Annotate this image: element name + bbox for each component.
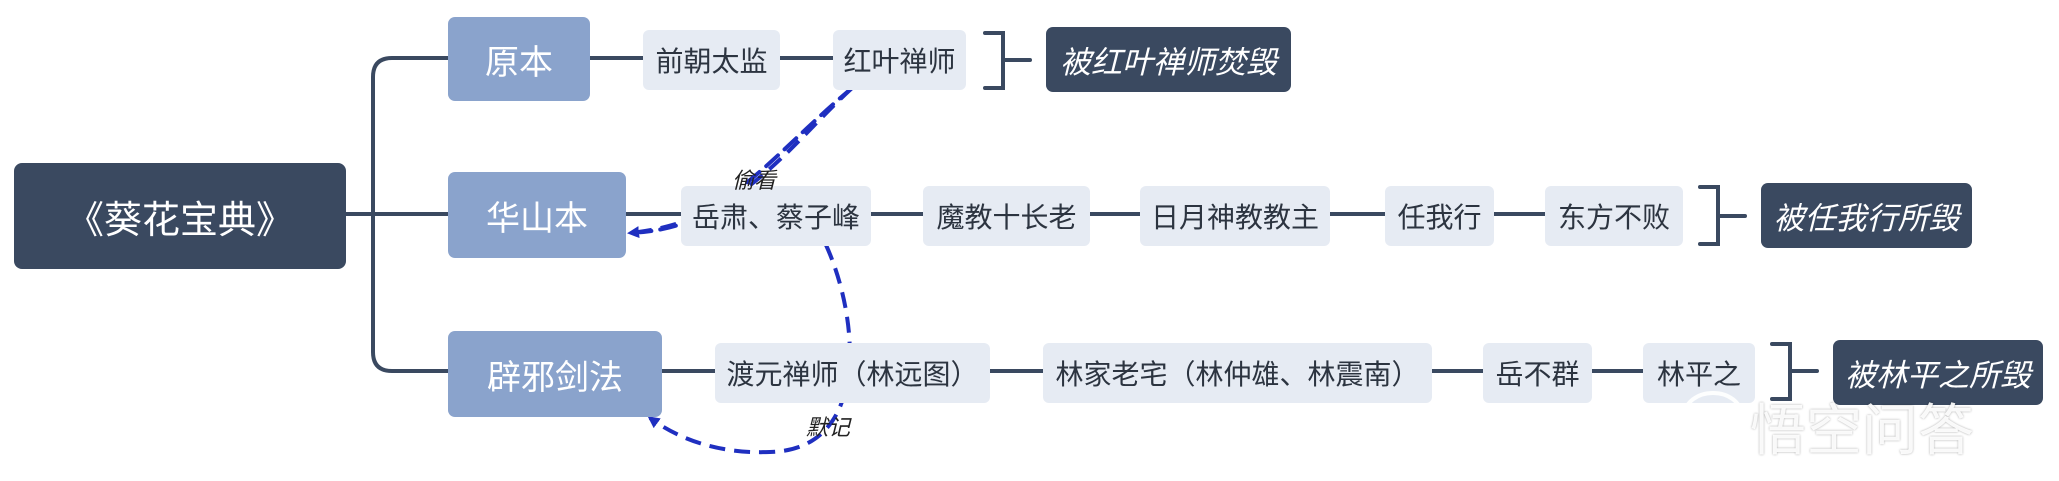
root-node: 《葵花宝典》 — [14, 163, 346, 269]
chain-node: 岳不群 — [1483, 343, 1592, 403]
chain-label: 渡元禅师（林远图） — [726, 358, 979, 391]
speech-bubble-icon — [1680, 388, 1746, 447]
annotation-memorize: 默记 — [806, 416, 851, 441]
bracket-r1 — [983, 31, 1005, 90]
memorize-arrow — [647, 244, 852, 455]
chain-node: 任我行 — [1385, 186, 1494, 246]
branch-label: 辟邪剑法 — [487, 357, 623, 398]
annotation-peek: 偷看 — [732, 169, 777, 194]
chain-label: 日月神教教主 — [1150, 201, 1319, 234]
branch-label: 原本 — [485, 42, 553, 83]
chain-label: 岳不群 — [1495, 358, 1580, 391]
result-node: 被林平之所毁 — [1833, 340, 2043, 405]
chain-node: 渡元禅师（林远图） — [715, 343, 990, 403]
chain-node: 魔教十长老 — [923, 186, 1090, 246]
peek-arrow-a — [628, 86, 854, 235]
chain-node: 红叶禅师 — [833, 30, 966, 90]
chain-label: 林平之 — [1656, 358, 1741, 391]
chain-label: 红叶禅师 — [843, 45, 956, 78]
result-label: 被林平之所毁 — [1845, 358, 2031, 394]
chain-node: 日月神教教主 — [1140, 186, 1330, 246]
chain-label: 岳肃、蔡子峰 — [691, 201, 860, 234]
branch-node-huashan: 华山本 — [448, 172, 626, 258]
watermark-text: 悟空问答 — [1750, 399, 1974, 464]
branch-label: 华山本 — [486, 198, 588, 239]
chain-label: 东方不败 — [1557, 201, 1670, 234]
chain-label: 魔教十长老 — [936, 201, 1077, 234]
branch-node-bixie: 辟邪剑法 — [448, 331, 662, 417]
result-node: 被任我行所毁 — [1761, 183, 1972, 248]
chain-label: 前朝太监 — [655, 45, 768, 78]
chain-label: 林家老宅（林仲雄、林震南） — [1055, 358, 1420, 391]
result-node: 被红叶禅师焚毁 — [1046, 27, 1291, 92]
branch-node-original: 原本 — [448, 17, 590, 101]
result-label: 被任我行所毁 — [1773, 201, 1960, 237]
bracket-r2 — [1698, 185, 1720, 246]
chain-label: 任我行 — [1397, 201, 1482, 234]
result-label: 被红叶禅师焚毁 — [1060, 45, 1277, 81]
chain-node: 林平之 — [1643, 343, 1755, 403]
root-label: 《葵花宝典》 — [65, 197, 294, 242]
peek-arrow — [627, 86, 854, 239]
chain-node: 林家老宅（林仲雄、林震南） — [1043, 343, 1432, 403]
chain-node: 岳肃、蔡子峰 — [681, 186, 871, 246]
chain-node: 东方不败 — [1545, 186, 1683, 246]
chain-node: 前朝太监 — [643, 30, 780, 90]
